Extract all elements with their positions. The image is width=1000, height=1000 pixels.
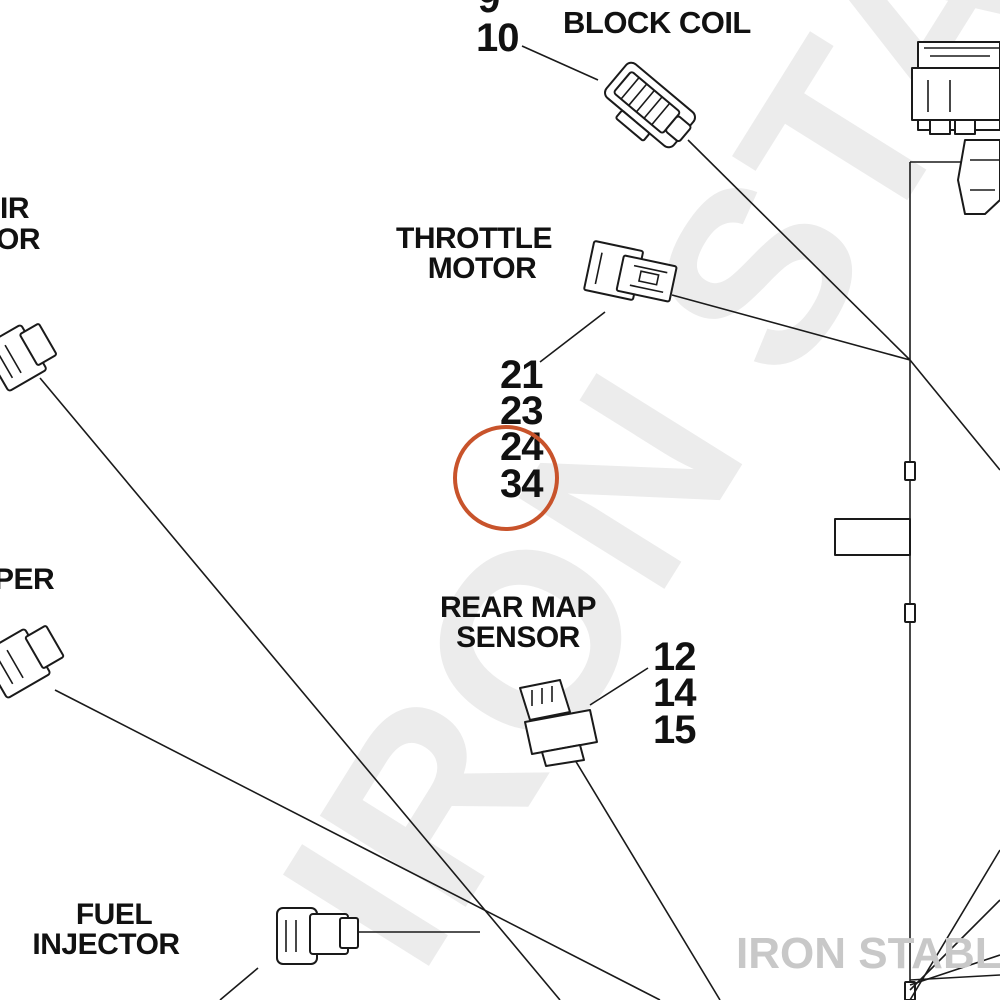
throttle-motor-connector [583, 240, 678, 303]
label-fuel-injector-2: INJECTOR [32, 928, 180, 961]
pin-number-rear-map-2: 14 [653, 671, 697, 715]
pin-number-rear-map-3: 15 [653, 708, 696, 752]
label-throttle-motor-1: THROTTLE [396, 222, 552, 255]
highlight-circle [453, 425, 559, 531]
harness-trunk [834, 161, 1000, 1000]
left-mid-connector [0, 625, 65, 699]
fuel-injector-connector [276, 907, 359, 965]
left-top-connector [0, 323, 57, 392]
pin-number-block-coil-2: 10 [476, 16, 519, 60]
pin-number-block-coil-1: 9 [478, 0, 499, 21]
component-labels: BLOCK COIL THROTTLE MOTOR REAR MAP SENSO… [0, 5, 751, 961]
pin-number-throttle-4: 34 [500, 462, 544, 506]
watermark: IRON STABLE [228, 0, 1000, 1000]
pin-numbers: 9 10 21 23 24 34 12 14 15 [476, 0, 698, 752]
label-left-mid: PER [0, 563, 55, 596]
leader-lines [521, 45, 649, 706]
label-left-top-2: OR [0, 223, 41, 256]
label-rear-map-1: REAR MAP [440, 591, 596, 624]
ecu-connector [911, 41, 1000, 215]
label-rear-map-2: SENSOR [456, 621, 581, 654]
block-coil-connector [604, 61, 696, 149]
label-block-coil: BLOCK COIL [563, 5, 751, 40]
watermark-text: IRON STABLE [228, 0, 1000, 1000]
corner-watermark: IRON STABLE [736, 929, 1000, 978]
pin-number-rear-map-1: 12 [653, 635, 696, 679]
label-fuel-injector-1: FUEL [76, 898, 153, 931]
label-left-top-1: IR [0, 192, 30, 225]
pin-number-throttle-1: 21 [500, 353, 543, 397]
rear-map-connector [519, 679, 598, 767]
pin-number-throttle-3: 24 [500, 425, 544, 469]
wires [39, 139, 911, 1000]
label-throttle-motor-2: MOTOR [428, 252, 537, 285]
